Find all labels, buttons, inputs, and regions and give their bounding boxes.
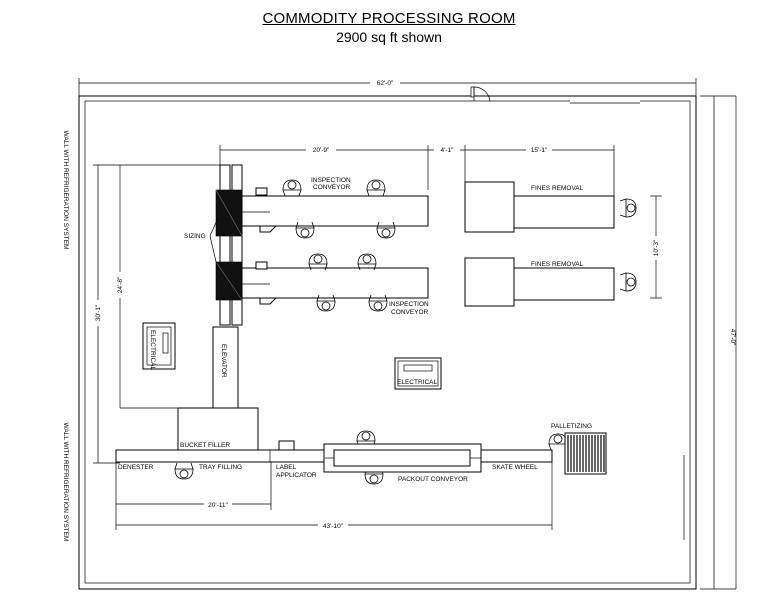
label-applicator-label-2: APPLICATOR <box>276 472 317 479</box>
dim-lower-total-text: 43'-10" <box>323 523 344 530</box>
sizing-frame <box>209 164 243 326</box>
worker-icon <box>357 253 377 271</box>
dim-inspection-length-text: 20'-9" <box>313 147 330 154</box>
electrical-center-label: ELECTRICAL <box>397 379 437 386</box>
palletizing-label: PALLETIZING <box>551 423 592 430</box>
dim-line-height-inner: 24'-8" <box>115 165 178 409</box>
lower-line <box>115 440 553 473</box>
electrical-left <box>142 322 176 370</box>
door <box>470 86 491 102</box>
wall-label-top: WALL WITH REFRIGERATION SYSTEM <box>62 131 69 250</box>
diagram-subtitle: 2900 sq ft shown <box>336 29 442 45</box>
dim-lower-left-text: 20'-11" <box>208 502 228 509</box>
worker-icon <box>316 294 336 312</box>
inspection-conveyor-bottom <box>241 261 429 305</box>
inner-wall <box>84 100 691 584</box>
dim-overall-height-text: 47'-0" <box>729 329 736 346</box>
dim-gap: 4'-1" <box>428 145 466 182</box>
dim-fines-spacing: 10'-3" <box>650 195 662 299</box>
fines-removal-top <box>464 181 615 233</box>
worker-icon <box>619 198 637 218</box>
electrical-center <box>394 357 442 390</box>
worker-icon <box>295 221 315 239</box>
skate-wheel-label: SKATE WHEEL <box>492 464 538 471</box>
dim-lower-left: 20'-11" <box>115 462 272 530</box>
dim-gap-text: 4'-1" <box>441 147 455 154</box>
inspection-conveyor-top-label-2: CONVEYOR <box>313 184 351 191</box>
bucket-filler-label: BUCKET FILLER <box>180 442 230 449</box>
worker-icon <box>366 179 386 197</box>
fines-removal-bottom-label: FINES REMOVAL <box>531 261 584 268</box>
tray-filling-label: TRAY FILLING <box>199 464 242 471</box>
dim-overall-height: 47'-0" <box>700 95 737 590</box>
worker-icon <box>376 221 396 239</box>
inspection-conveyor-bottom-label-2: CONVEYOR <box>391 309 429 316</box>
denester-label: DENESTER <box>118 464 154 471</box>
electrical-left-label: ELECTRICAL <box>149 330 156 370</box>
worker-icon <box>368 294 388 312</box>
inspection-conveyor-top <box>241 187 429 233</box>
dim-fines-spacing-text: 10'-3" <box>653 239 660 256</box>
diagram-title: COMMODITY PROCESSING ROOM <box>262 10 516 27</box>
dim-line-height-outer: 30'-1" <box>93 164 220 464</box>
dim-line-height-inner-text: 24'-8" <box>117 276 124 293</box>
worker-icon <box>174 462 194 480</box>
worker-icon <box>308 253 328 271</box>
pallet <box>564 432 607 475</box>
dim-lower-total: 43'-10" <box>116 462 553 530</box>
worker-icon <box>619 272 637 292</box>
wall-label-bottom: WALL WITH REFRIGERATION SYSTEM <box>62 423 69 542</box>
label-applicator-label-1: LABEL <box>276 464 297 471</box>
elevator-label: ELEVATOR <box>220 344 227 378</box>
worker-icon <box>548 433 568 451</box>
dim-overall-width-text: 62'-0" <box>377 80 394 87</box>
inspection-conveyor-bottom-label-1: INSPECTION <box>389 301 429 308</box>
outer-wall <box>78 95 697 590</box>
dim-line-height-outer-text: 30'-1" <box>95 304 102 321</box>
sizing-label: SIZING <box>184 233 206 240</box>
inspection-conveyor-top-label-1: INSPECTION <box>311 177 351 184</box>
dim-fines-length: 15'-1" <box>465 145 615 196</box>
dim-overall-width: 62'-0" <box>78 78 697 96</box>
packout-conveyor-label: PACKOUT CONVEYOR <box>398 476 468 483</box>
worker-icon <box>356 430 376 448</box>
fines-removal-bottom <box>464 257 615 307</box>
fines-removal-top-label: FINES REMOVAL <box>531 185 584 192</box>
dim-fines-length-text: 15'-1" <box>531 147 548 154</box>
worker-icon <box>282 179 302 197</box>
